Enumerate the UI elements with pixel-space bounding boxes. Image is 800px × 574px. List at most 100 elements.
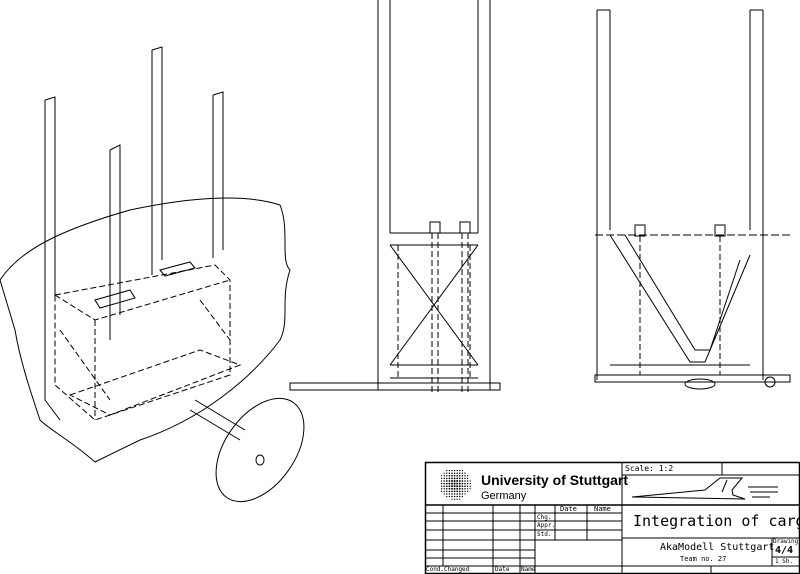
logo-dot xyxy=(451,469,453,472)
logo-dot xyxy=(459,495,461,498)
logo-dot xyxy=(451,485,453,488)
team-number: Team no. 27 xyxy=(680,555,727,563)
logo-dot xyxy=(459,469,461,472)
logo-dot xyxy=(464,480,466,482)
logo-dot xyxy=(456,469,458,472)
logo-dot xyxy=(456,490,459,493)
logo-dot xyxy=(464,490,466,493)
logo-dot xyxy=(466,490,469,493)
logo-dot xyxy=(451,495,453,498)
logo-dot xyxy=(456,474,459,477)
logo-dot xyxy=(464,488,466,490)
logo-dot xyxy=(453,490,456,493)
drawing-title: Integration of cargo bay xyxy=(633,512,800,530)
logo-dot xyxy=(464,485,466,487)
logo-dot xyxy=(446,493,448,495)
logo-dot xyxy=(440,482,443,485)
logo-dot xyxy=(453,495,456,498)
logo-dot xyxy=(451,487,453,490)
logo-dot xyxy=(448,472,451,474)
logo-dot xyxy=(453,485,456,488)
logo-dot xyxy=(461,482,464,485)
logo-dot xyxy=(445,482,448,485)
logo-dot xyxy=(440,475,443,477)
logo-dot xyxy=(453,472,456,474)
logo-dot xyxy=(466,477,469,480)
logo-dot xyxy=(453,487,456,490)
name-header: Name xyxy=(521,566,536,573)
date-header: Date xyxy=(495,566,510,573)
logo-dot xyxy=(451,498,453,500)
logo-dot xyxy=(448,477,451,480)
logo-dot xyxy=(453,469,456,472)
logo-dot xyxy=(458,485,461,488)
logo-dot xyxy=(461,475,464,477)
logo-dot xyxy=(445,487,448,490)
logo-dot xyxy=(443,488,445,490)
drawing-number: 4/4 xyxy=(775,545,794,556)
logo-dot xyxy=(448,495,451,498)
logo-dot xyxy=(461,480,464,482)
logo-dot xyxy=(466,485,469,487)
logo-dot xyxy=(456,493,458,495)
logo-dot xyxy=(458,487,461,490)
logo-dot xyxy=(464,482,466,485)
logo-dot xyxy=(451,477,453,480)
logo-dot xyxy=(469,488,471,490)
logo-dot xyxy=(466,475,469,477)
logo-dot xyxy=(466,480,469,482)
logo-dot xyxy=(461,495,464,498)
logo-dot xyxy=(448,487,451,490)
side-view xyxy=(594,9,791,390)
logo-dot xyxy=(443,482,445,485)
logo-dot xyxy=(456,495,458,498)
logo-dot xyxy=(448,475,451,477)
front-view xyxy=(289,0,501,395)
logo-dot xyxy=(445,485,448,488)
university-country: Germany xyxy=(481,490,527,502)
logo-dot xyxy=(451,480,453,482)
logo-dot xyxy=(448,480,451,482)
logo-dot xyxy=(456,485,459,488)
title-block-frame xyxy=(424,461,800,574)
logo-dot xyxy=(458,477,461,480)
logo-dot xyxy=(443,493,445,495)
logo-dot xyxy=(451,490,453,493)
logo-dot xyxy=(443,490,445,493)
logo-dot xyxy=(443,477,445,480)
logo-dot xyxy=(461,472,464,474)
logo-dot xyxy=(456,498,458,500)
chg-label: Chg. xyxy=(537,514,552,521)
rev-date-header: Date xyxy=(560,505,577,513)
logo-dot xyxy=(451,472,453,474)
logo-dot xyxy=(456,487,459,490)
logo-dot xyxy=(450,482,454,485)
logo-dot xyxy=(453,474,456,477)
logo-dot xyxy=(458,474,461,477)
logo-dot xyxy=(451,474,453,477)
logo-dot xyxy=(464,477,466,480)
logo-dot xyxy=(448,469,451,472)
logo-dot xyxy=(446,495,448,498)
logo-dot xyxy=(464,475,466,477)
logo-dot xyxy=(456,477,459,480)
logo-dot xyxy=(458,490,461,493)
logo-dot xyxy=(469,480,471,482)
logo-dot xyxy=(461,490,464,493)
logo-dot xyxy=(461,485,464,488)
logo-dot xyxy=(443,475,445,477)
cond-header: Cond. xyxy=(426,566,445,573)
logo-dot xyxy=(451,493,453,495)
logo-dot xyxy=(448,485,451,488)
logo-dot xyxy=(461,469,464,472)
logo-dot xyxy=(440,488,443,490)
logo-dot xyxy=(459,493,461,495)
drawing-label: Drawing xyxy=(773,538,799,545)
logo-dot xyxy=(440,485,443,487)
logo-dot xyxy=(461,493,464,495)
logo-dot xyxy=(446,475,448,477)
logo-dot xyxy=(458,482,461,485)
logo-dot xyxy=(440,477,443,480)
logo-dot xyxy=(453,493,456,495)
logo-dot xyxy=(443,472,445,474)
